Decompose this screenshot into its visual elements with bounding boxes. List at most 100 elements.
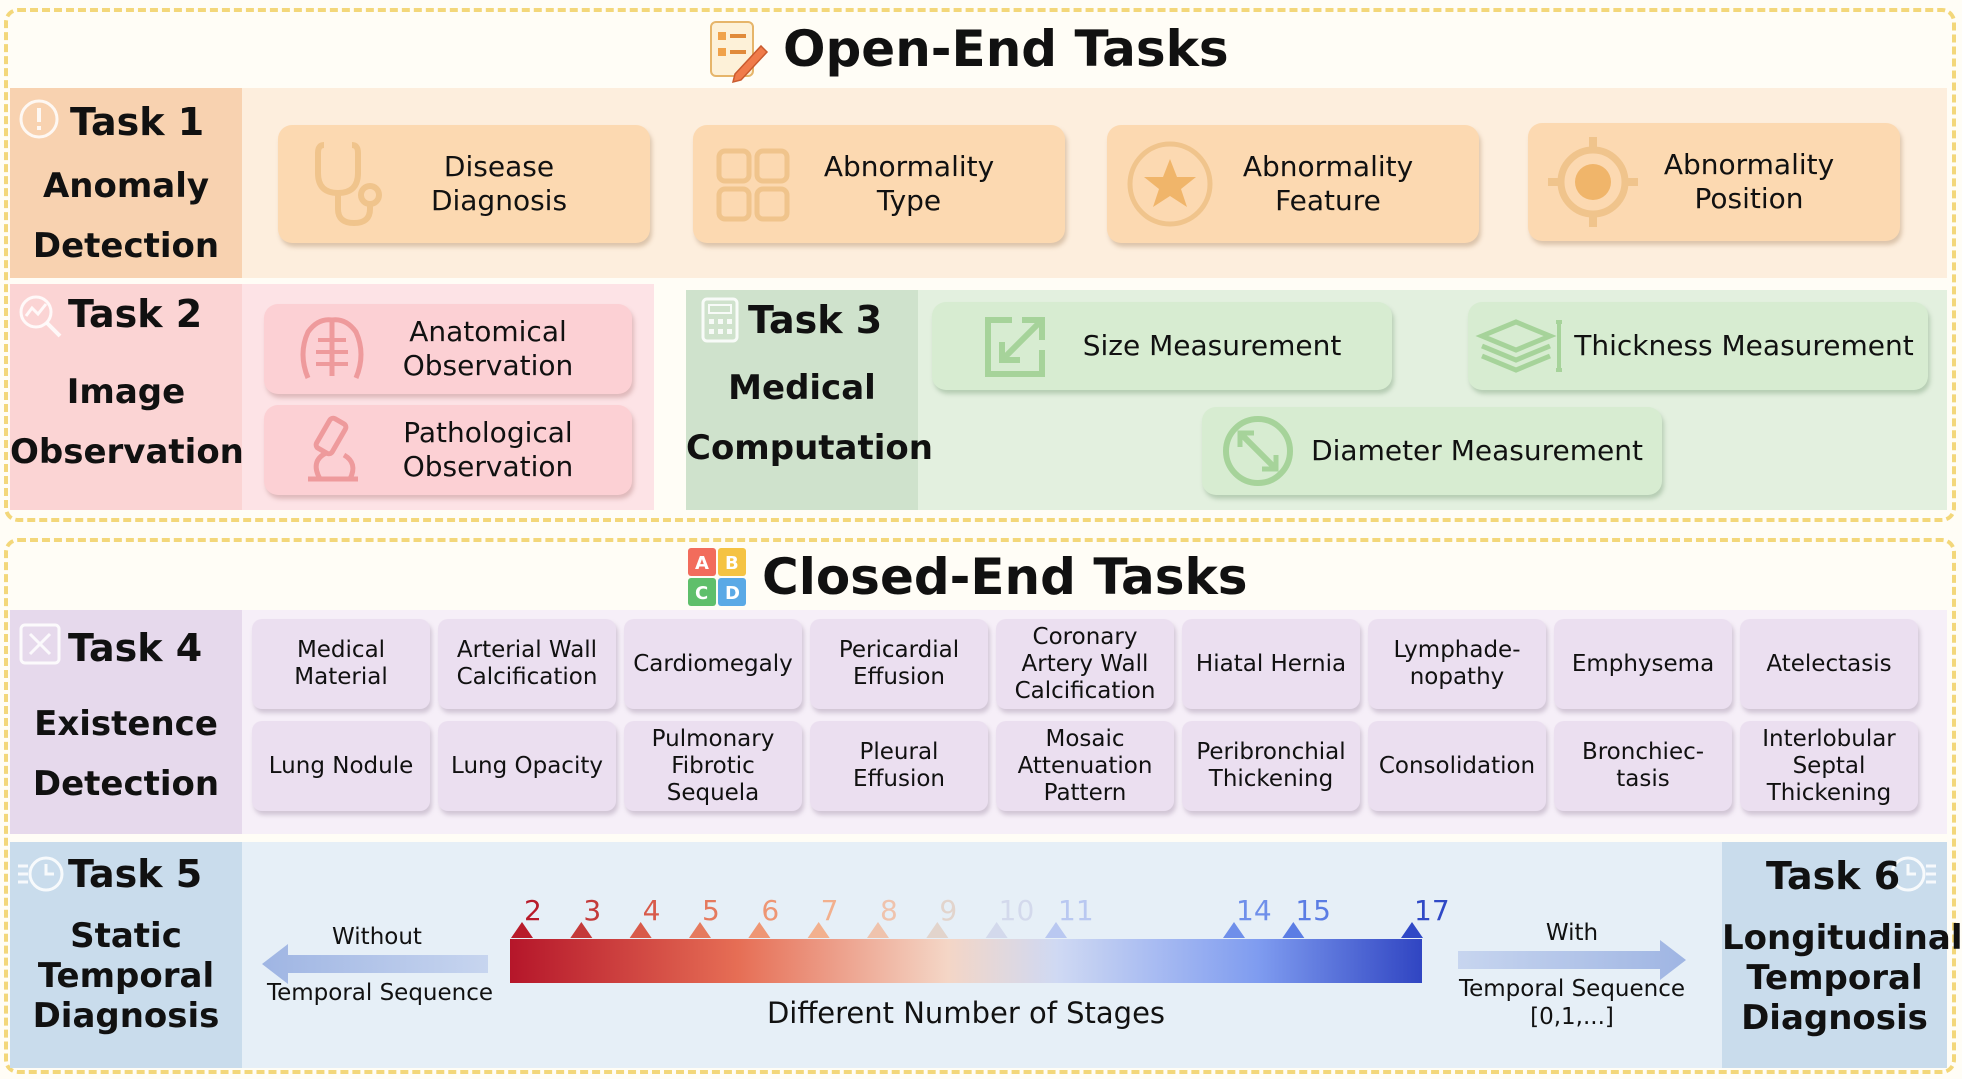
target-position-icon xyxy=(1548,137,1638,227)
stage-label-9: 9 xyxy=(939,894,957,927)
stage-marker-17 xyxy=(1401,922,1423,938)
stage-label-14: 14 xyxy=(1236,894,1272,927)
existence-card-line: Interlobular xyxy=(1762,725,1896,752)
open-end-title-text: Open-End Tasks xyxy=(783,20,1229,78)
stage-marker-11 xyxy=(1045,922,1067,938)
existence-card-line: Mosaic xyxy=(1045,725,1125,752)
diameter-icon xyxy=(1223,416,1293,486)
task3-heading: Task 3 xyxy=(748,298,883,342)
existence-card-line: Arterial Wall xyxy=(456,637,598,663)
existence-card-line: Consolidation xyxy=(1378,752,1536,779)
task4-subtitle-2: Detection xyxy=(32,764,220,804)
closed-end-frame xyxy=(4,538,1956,1074)
clock-lines-icon xyxy=(18,856,64,892)
abnormality-feature-card[interactable]: Abnormality Feature xyxy=(1107,125,1479,243)
task2-heading: Task 2 xyxy=(68,292,203,336)
stage-marker-4 xyxy=(629,922,652,938)
open-end-frame xyxy=(4,8,1956,522)
task1-label-panel xyxy=(10,88,242,278)
disease-diagnosis-card[interactable]: Disease Diagnosis xyxy=(278,125,650,243)
task5-label-panel xyxy=(10,842,242,1068)
existence-card-line: Pulmonary xyxy=(651,725,775,752)
stages-axis-label: Different Number of Stages xyxy=(766,996,1166,1030)
stage-marker-9 xyxy=(926,922,949,938)
abnormality-feature-line1: Abnormality xyxy=(1242,150,1414,183)
existence-card-row2-1[interactable]: Lung Opacity xyxy=(438,721,616,811)
existence-card-line: Medical xyxy=(296,637,386,663)
stage-label-10: 10 xyxy=(999,894,1035,927)
open-end-title: Open-End Tasks xyxy=(705,14,1229,84)
stage-label-4: 4 xyxy=(643,894,661,927)
existence-card-row1-7[interactable]: Emphysema xyxy=(1554,619,1732,709)
stage-marker-6 xyxy=(748,922,771,938)
existence-card-row2-7[interactable]: Bronchiec-tasis xyxy=(1554,721,1732,811)
existence-card-line: tasis xyxy=(1616,766,1670,792)
task6-subtitle-2: Temporal xyxy=(1746,958,1923,998)
existence-card-line: Fibrotic xyxy=(671,752,755,779)
without-temporal-arrow xyxy=(262,944,488,984)
task4-heading: Task 4 xyxy=(68,626,203,670)
existence-card-line: Atelectasis xyxy=(1766,650,1892,677)
stage-marker-15 xyxy=(1282,922,1305,938)
disease-diagnosis-line1: Disease xyxy=(443,150,555,183)
ribcage-icon xyxy=(300,317,364,379)
diameter-measurement-card[interactable]: Diameter Measurement xyxy=(1202,407,1662,495)
abnormality-position-line2: Position xyxy=(1694,182,1804,215)
existence-card-line: Lung Nodule xyxy=(268,752,414,779)
task5-heading: Task 5 xyxy=(68,852,203,896)
without-label: Without xyxy=(332,924,422,950)
existence-card-line: Calcification xyxy=(1014,677,1156,704)
stages-gradient-bar xyxy=(510,939,1422,983)
grid-icon xyxy=(716,148,790,222)
existence-card-line: Pleural xyxy=(859,739,939,765)
task6-heading: Task 6 xyxy=(1766,854,1901,898)
existence-card-line: Artery Wall xyxy=(1021,650,1149,677)
task6-label-panel xyxy=(1722,842,1947,1068)
abnormality-type-card[interactable]: Abnormality Type xyxy=(693,125,1065,243)
clock-lines-icon-right xyxy=(1890,856,1936,892)
stage-marker-3 xyxy=(570,922,593,938)
task5-subtitle-1: Static xyxy=(70,916,182,956)
existence-card-line: Hiatal Hernia xyxy=(1195,650,1347,677)
existence-card-line: Septal xyxy=(1792,752,1866,779)
abnormality-position-card[interactable]: Abnormality Position xyxy=(1528,123,1900,241)
stage-label-5: 5 xyxy=(702,894,720,927)
abnormality-feature-line2: Feature xyxy=(1275,184,1381,217)
existence-card-line: Cardiomegaly xyxy=(633,650,793,677)
task5-subtitle-2: Temporal xyxy=(37,956,215,996)
chart-search-icon xyxy=(19,295,62,338)
existence-card-row2-0[interactable]: Lung Nodule xyxy=(252,721,430,811)
stage-label-2: 2 xyxy=(524,894,542,927)
stage-label-8: 8 xyxy=(880,894,898,927)
size-measurement-card[interactable]: Size Measurement xyxy=(932,302,1392,390)
svg-text:C: C xyxy=(695,583,708,604)
with-temporal-sequence-label: Temporal Sequence xyxy=(1458,976,1686,1002)
stage-label-15: 15 xyxy=(1295,894,1331,927)
task6-subtitle-3: Diagnosis xyxy=(1741,998,1928,1038)
anatomical-observation-card[interactable]: Anatomical Observation xyxy=(264,304,632,394)
thickness-measurement-card[interactable]: Thickness Measurement xyxy=(1468,302,1928,390)
existence-card-row1-2[interactable]: Cardiomegaly xyxy=(624,619,802,709)
stage-label-11: 11 xyxy=(1058,894,1094,927)
task1-subtitle-2: Detection xyxy=(32,226,220,266)
stage-marker-14 xyxy=(1223,922,1245,938)
existence-card-line: Lung Opacity xyxy=(451,752,603,779)
calculator-icon xyxy=(701,297,739,343)
existence-card-row1-5[interactable]: Hiatal Hernia xyxy=(1182,619,1360,709)
stage-label-17: 17 xyxy=(1414,894,1450,927)
existence-card-row1-6[interactable]: Lymphade-nopathy xyxy=(1368,619,1546,709)
stage-label-6: 6 xyxy=(761,894,779,927)
existence-card-row2-6[interactable]: Consolidation xyxy=(1368,721,1546,811)
pathological-observation-card[interactable]: Pathological Observation xyxy=(264,405,632,495)
existence-card-row1-8[interactable]: Atelectasis xyxy=(1740,619,1918,709)
existence-card-line: Sequela xyxy=(666,779,760,806)
